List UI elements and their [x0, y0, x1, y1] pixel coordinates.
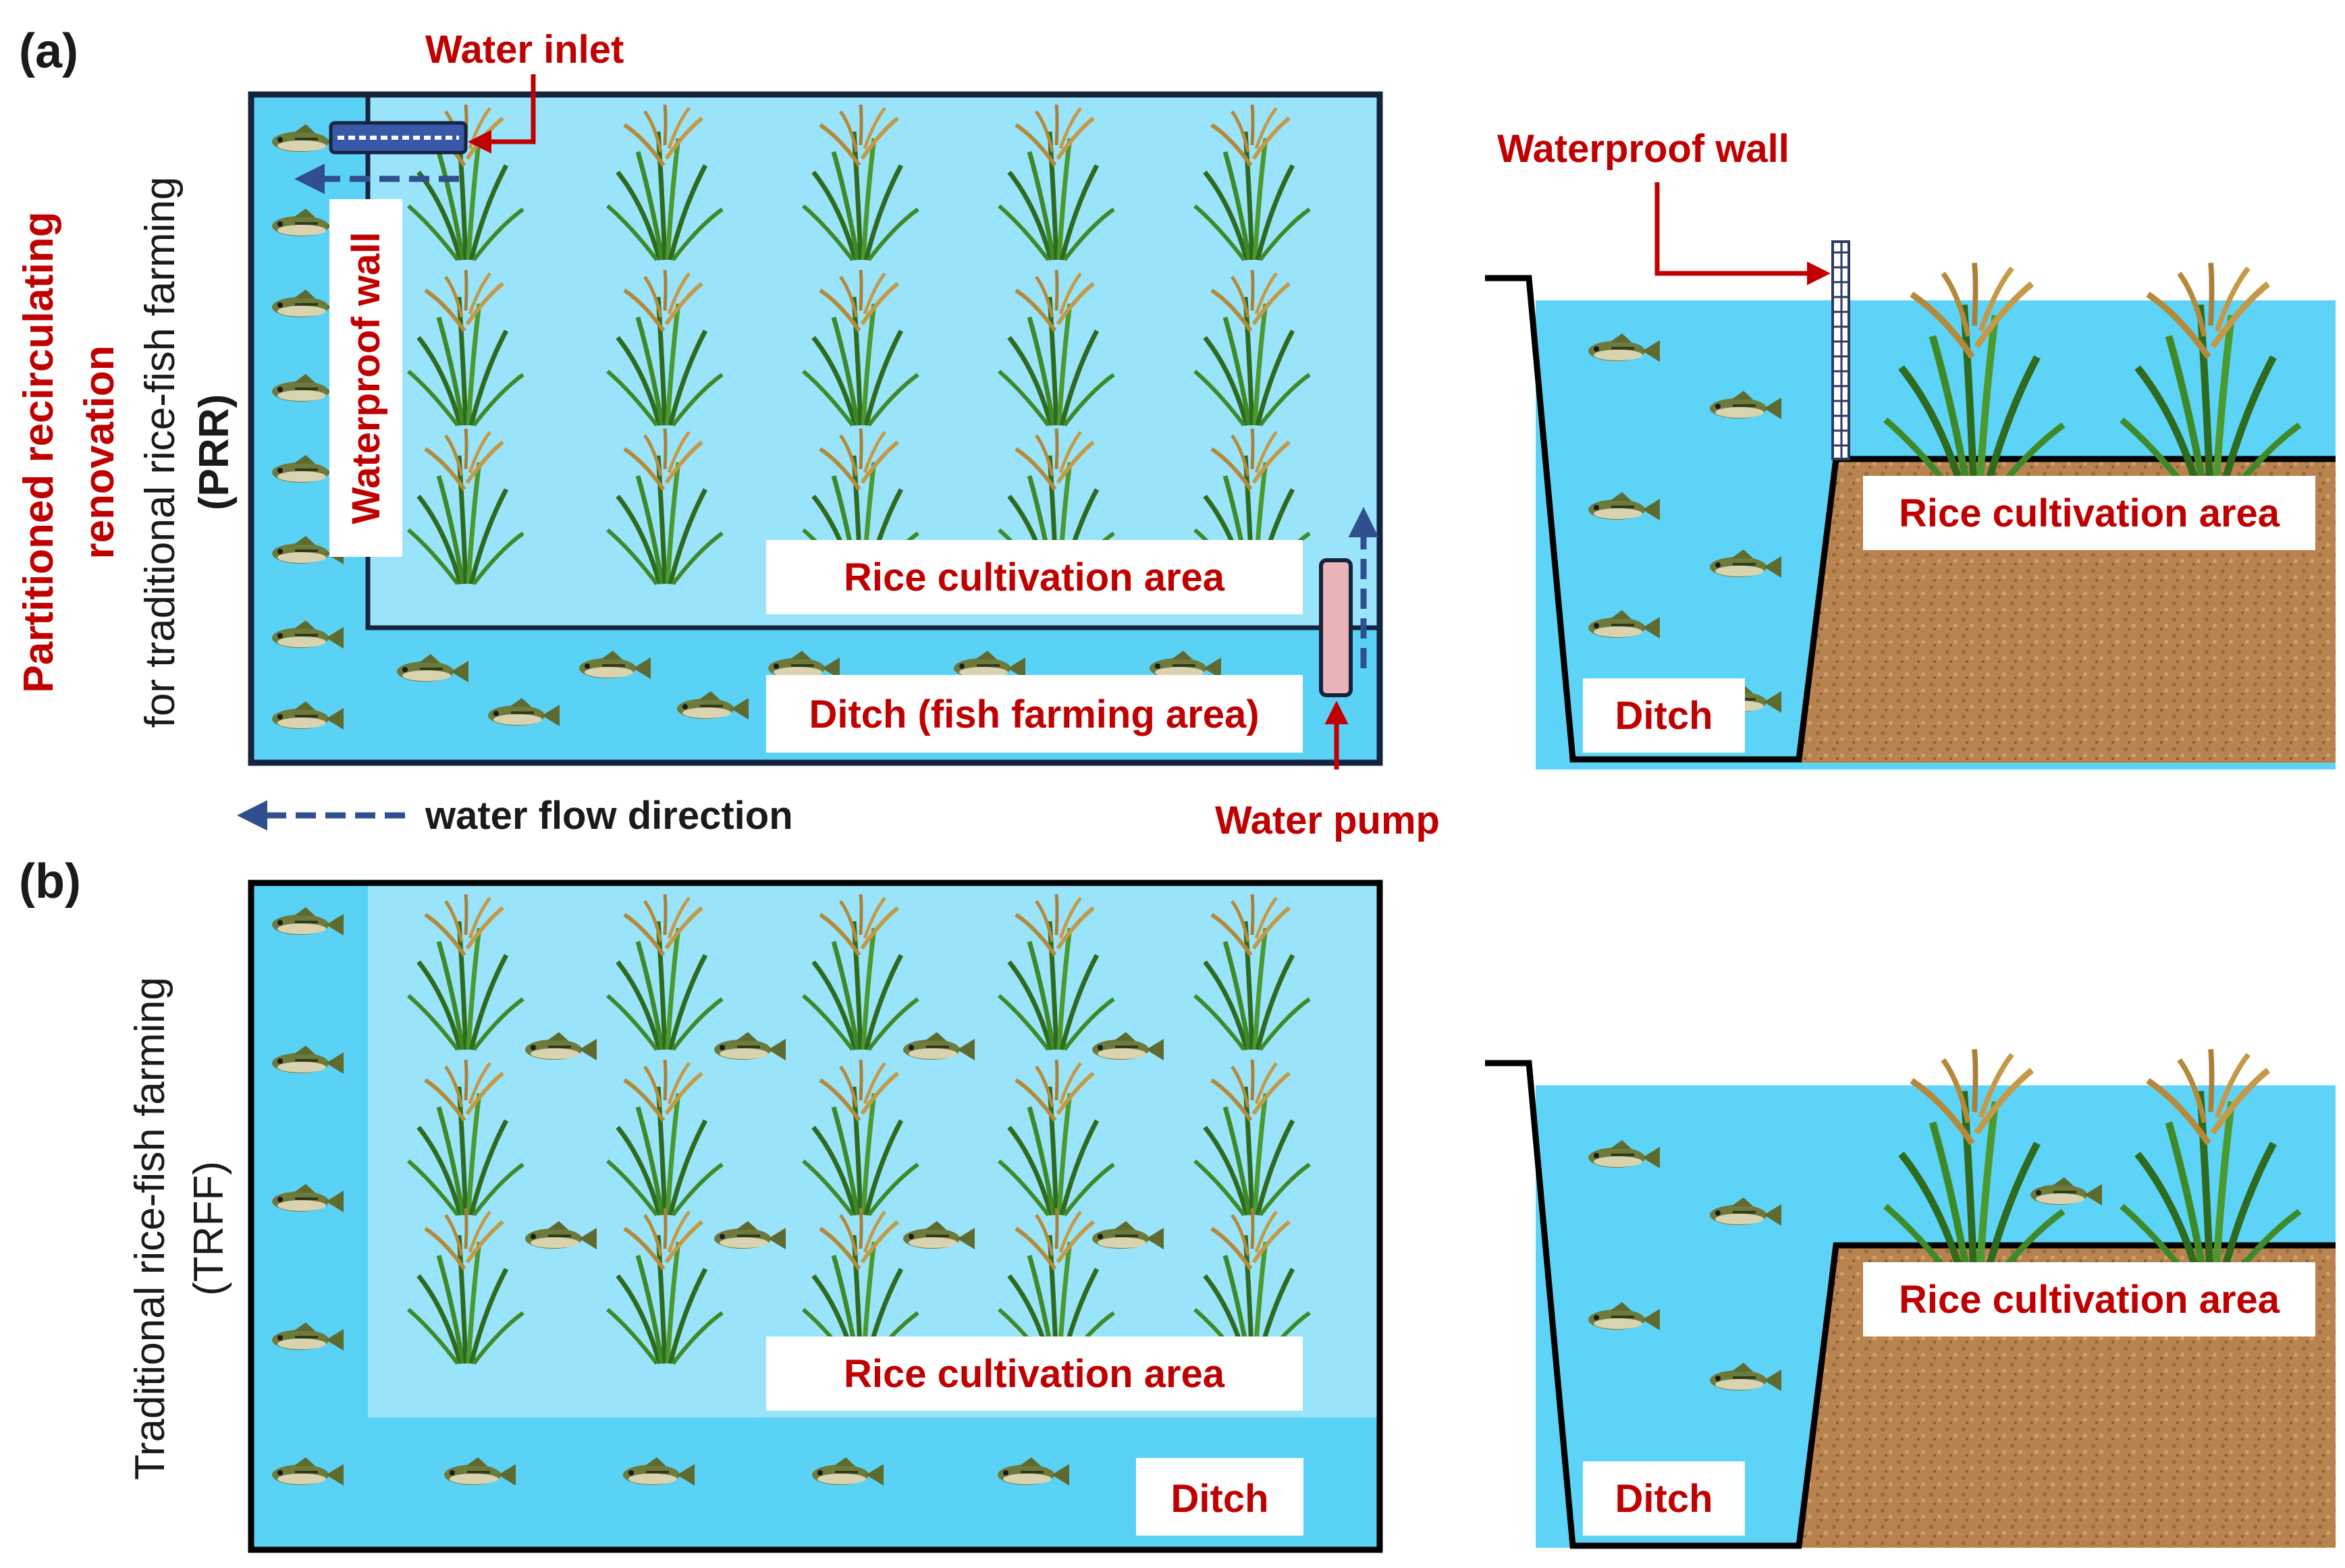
panel-b-plan: Rice cultivation area Ditch [248, 880, 1383, 1553]
water-pump-label: Water pump [1215, 799, 1440, 842]
panel-a-plan: Waterproof wall Water inlet Rice cultiva… [248, 28, 1440, 842]
waterproof-wall-label: Waterproof wall [344, 232, 388, 524]
panel-b-cross-rice-label: Rice cultivation area [1899, 1278, 2280, 1322]
panel-a-rice-label: Rice cultivation area [844, 556, 1225, 599]
panel-a-ditch-label-box [766, 675, 1303, 753]
panel-a-cross-section: Waterproof wall Rice cultivation area Di… [1485, 127, 2336, 769]
panel-b-cross-ditch-label: Ditch [1615, 1477, 1713, 1521]
water-pump-device [1319, 558, 1353, 697]
panel-a-rice-label-box [766, 540, 1303, 614]
panel-b-title-line2: (TRFF) [186, 1161, 232, 1296]
panel-a-ground-profile [1485, 275, 2336, 763]
panel-a-cross-ditch-label: Ditch [1615, 694, 1713, 738]
waterproof-wall-label-box [329, 199, 402, 557]
legend-label: water flow direction [425, 794, 793, 838]
panel-a-title-line2: renovation [76, 346, 123, 560]
panel-b-ditch-label: Ditch [1171, 1477, 1269, 1521]
panel-a-title-line4: (PRR) [191, 394, 238, 510]
panel-a-ditch-label: Ditch (fish farming area) [809, 693, 1259, 736]
panel-a-letter: (a) [19, 24, 78, 78]
panel-a-cross-rice-label: Rice cultivation area [1899, 491, 2280, 535]
cross-section-waterproof-wall [1831, 240, 1850, 460]
cross-waterproof-wall-arrow [1654, 182, 1831, 286]
cross-waterproof-wall-label: Waterproof wall [1497, 127, 1789, 171]
panel-a-title-line1: Partitioned recirculating [16, 211, 62, 693]
panel-b-title-line1: Traditional rice-fish farming [127, 977, 173, 1480]
panel-b-ground-profile [1485, 1060, 2336, 1549]
panel-a-title-line3: for traditional rice-fish farming [137, 177, 184, 728]
water-inlet-arrow [468, 74, 536, 154]
panel-b-rice-label: Rice cultivation area [844, 1352, 1225, 1396]
water-inlet-label: Water inlet [425, 28, 624, 72]
panel-b-letter: (b) [19, 855, 81, 909]
panel-b-cross-section: Rice cultivation area Ditch [1485, 1050, 2336, 1549]
